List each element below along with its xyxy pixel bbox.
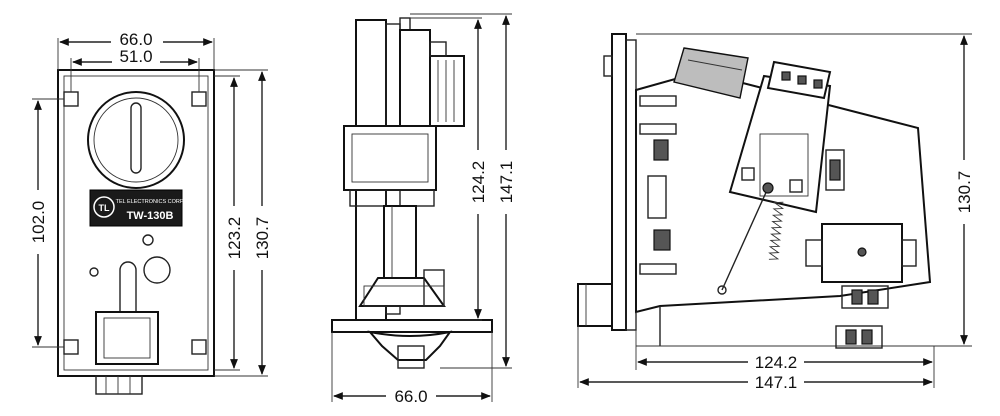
side-faceplate [331,319,493,333]
top-spring [768,201,785,260]
top-view: 130.7 124.2 147.1 [577,33,974,392]
plate-logo: TL [99,203,110,213]
dim-hole-spacing-width: 51.0 [119,47,152,66]
coin-insert-disk [87,91,185,189]
coin-slot [130,102,142,174]
mount-hole-bottom-right [191,339,207,355]
name-plate [89,189,183,227]
side-coil [429,55,465,127]
dim-side-width: 66.0 [394,387,427,406]
side-top-mechanism [399,29,431,127]
top-fitting-upper [825,149,845,191]
dim-top-height: 130.7 [955,171,974,214]
top-bottom-bracket [577,283,613,327]
dim-top-overall-depth: 147.1 [755,373,798,392]
dim-side-depth: 124.2 [469,161,488,204]
dim-overall-height: 130.7 [253,217,272,260]
indicator-hole [142,234,154,246]
return-button-hole [143,256,171,284]
bottom-connector [95,375,143,395]
plate-company: TEL ELECTRONICS CORP. [116,199,185,205]
plate-model: TW-130B [127,210,174,222]
coin-return-cup [95,311,159,365]
top-faceplate [611,33,627,331]
dim-overall-width: 66.0 [119,30,152,49]
side-view: 66.0 124.2 147.1 [331,13,516,406]
front-view: TL TEL ELECTRONICS CORP. TW-130B 66.0 51… [28,30,272,395]
dim-top-depth: 124.2 [755,353,798,372]
dim-hole-spacing-height: 102.0 [29,201,48,244]
dim-side-overall-depth: 147.1 [497,161,516,204]
top-fitting-lower [841,285,889,309]
dim-plate-height: 123.2 [225,217,244,260]
small-hole-left [89,267,99,277]
side-middle-block [343,125,437,191]
